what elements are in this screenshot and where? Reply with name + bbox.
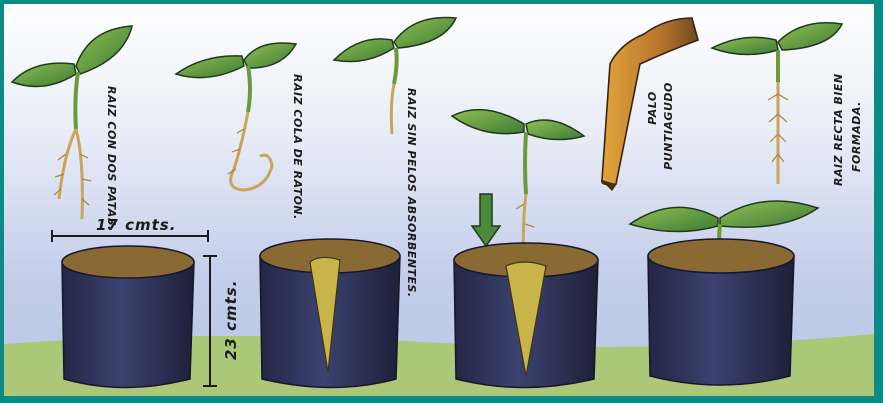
- label-two-legged-root: RAIZ CON DOS PATAS.: [105, 86, 118, 231]
- planting-bag-1: [62, 246, 194, 388]
- label-stick-line1: PALO: [646, 91, 659, 125]
- label-stick-line2: PUNTIAGUDO: [662, 82, 675, 170]
- label-root-without-hairs: RAIZ SIN PELOS ABSORBENTES.: [405, 88, 418, 298]
- label-straight-root-line1: RAIZ RECTA BIEN: [832, 73, 845, 186]
- planting-bag-4: [648, 239, 794, 385]
- label-straight-root-line2: FORMADA.: [850, 101, 863, 172]
- height-label: 23 cmts.: [222, 280, 240, 360]
- seedling-illustration: RAIZ CON DOS PATAS. 17 cmts. 23 cmts. RA…: [4, 4, 874, 396]
- planting-bag-3: [454, 243, 598, 388]
- planting-bag-2: [260, 239, 400, 388]
- label-rat-tail-root: RAIZ COLA DE RATON.: [291, 74, 304, 220]
- width-label: 17 cmts.: [96, 216, 176, 234]
